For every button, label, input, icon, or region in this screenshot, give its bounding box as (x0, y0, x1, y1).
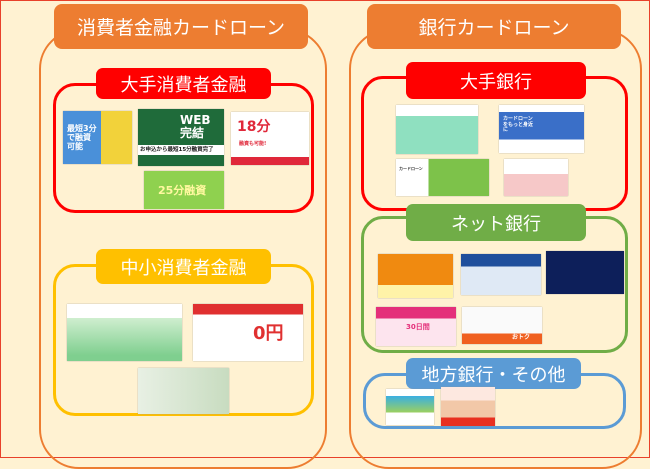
major-consumer-label: 大手消費者金融 (96, 68, 271, 99)
thumbnail-site[interactable] (67, 304, 182, 361)
thumbnail-banner[interactable]: WEB完結お申込から最短15分融資完了 (138, 109, 224, 166)
banner-text: 0円 (253, 323, 284, 344)
thumbnail-site[interactable] (386, 389, 434, 425)
thumbnail-site[interactable]: 30日間 (376, 307, 456, 346)
banner-text: WEB完結 (180, 113, 211, 141)
thumbnail-banner[interactable]: 最短3分で融資可能 (63, 111, 132, 164)
thumbnail-site[interactable] (378, 254, 453, 298)
banner-text: 18分 (237, 119, 271, 135)
banner-text: 30日間 (406, 323, 430, 331)
thumbnail-site[interactable] (504, 159, 568, 196)
bank-title: 銀行カードローン (367, 4, 621, 49)
regional-bank-label: 地方銀行・その他 (406, 358, 581, 389)
major-bank-label: 大手銀行 (406, 62, 586, 99)
banner-text: カードローンをもっと身近に (503, 116, 534, 133)
thumbnail-site[interactable] (138, 368, 229, 414)
thumbnail-banner[interactable]: 18分融資も可能! (231, 112, 309, 165)
small-consumer-label: 中小消費者金融 (96, 249, 271, 284)
thumbnail-site[interactable]: カードローンをもっと身近に (499, 105, 584, 153)
thumbnail-site[interactable] (461, 254, 541, 295)
banner-subtext: 融資も可能! (239, 141, 267, 147)
thumbnail-site[interactable]: カードローン (396, 159, 489, 196)
banner-text: カードローン (399, 166, 423, 171)
thumbnail-site[interactable] (441, 387, 495, 426)
thumbnail-site[interactable] (546, 251, 624, 294)
consumer-finance-title: 消費者金融カードローン (54, 4, 308, 49)
banner-text: 最短3分で融資可能 (67, 124, 97, 151)
thumbnail-site[interactable]: 0円 (193, 304, 303, 361)
net-bank-label: ネット銀行 (406, 204, 586, 241)
banner-text: おトク (512, 334, 531, 341)
thumbnail-banner[interactable]: 25分融資 (144, 171, 224, 209)
banner-subtext: お申込から最短15分融資完了 (138, 145, 224, 156)
banner-text: 25分融資 (158, 184, 207, 197)
thumbnail-site[interactable]: おトク (462, 307, 542, 344)
thumbnail-site[interactable] (396, 105, 478, 154)
